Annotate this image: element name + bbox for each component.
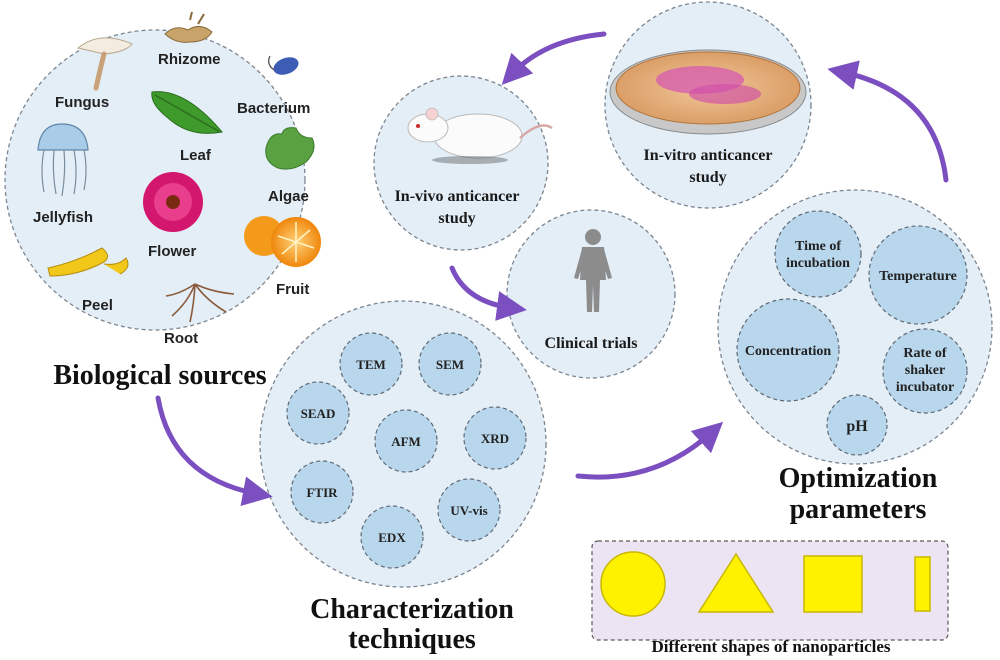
svg-text:Time of: Time of xyxy=(795,239,841,254)
arrow-characterization-to-optimization xyxy=(575,421,724,480)
invivo-label-line1: In-vivo anticancer xyxy=(395,188,520,205)
svg-text:pH: pH xyxy=(846,418,868,435)
flower-icon xyxy=(143,172,203,232)
biological-sources-heading: Biological sources xyxy=(53,360,266,391)
svg-text:Rate of: Rate of xyxy=(903,346,946,361)
invitro-label-line2: study xyxy=(689,169,726,186)
nanoparticle-circle-icon xyxy=(600,551,666,617)
optimization-section: Time of incubation Temperature Concentra… xyxy=(717,189,993,465)
nanoparticle-square-icon xyxy=(803,555,863,613)
arrow-optimization-to-invitro xyxy=(827,60,949,183)
svg-text:Concentration: Concentration xyxy=(745,344,832,359)
nanoparticle-shapes-label: Different shapes of nanoparticles xyxy=(651,637,890,656)
source-label-algae: Algae xyxy=(268,188,309,205)
invitro-section: In-vitro anticancer study xyxy=(604,1,812,209)
source-label-leaf: Leaf xyxy=(180,147,212,164)
invivo-label-line2: study xyxy=(438,210,475,227)
param-ph: pH xyxy=(826,394,888,456)
characterization-heading-line2: techniques xyxy=(348,624,476,655)
petri-dish-icon xyxy=(609,49,807,135)
nanoparticle-shapes-panel xyxy=(591,540,949,641)
bacterium-icon xyxy=(268,55,299,75)
root-icon xyxy=(165,283,235,323)
param-temperature: Temperature xyxy=(868,225,968,325)
characterization-section: TEM SEM SEAD AFM XRD FTIR UV-vis EDX xyxy=(259,300,547,588)
clinical-trials-label: Clinical trials xyxy=(545,335,638,352)
human-figure-icon xyxy=(574,229,612,312)
source-label-fungus: Fungus xyxy=(55,94,109,111)
technique-uv-vis: UV-vis xyxy=(437,478,501,542)
param-shaker-rate: Rate of shaker incubator xyxy=(882,328,968,414)
param-concentration: Concentration xyxy=(736,298,840,402)
svg-text:UV-vis: UV-vis xyxy=(450,503,487,518)
source-label-rhizome: Rhizome xyxy=(158,51,221,68)
source-label-jellyfish: Jellyfish xyxy=(33,209,93,226)
clinical-trials-section: Clinical trials xyxy=(506,209,676,379)
algae-icon xyxy=(265,127,315,170)
jellyfish-icon xyxy=(37,123,89,197)
characterization-heading-line1: Characterization xyxy=(310,594,514,625)
rhizome-icon xyxy=(164,11,213,43)
svg-text:incubator: incubator xyxy=(896,380,954,395)
svg-text:shaker: shaker xyxy=(905,363,945,378)
leaf-icon xyxy=(151,91,223,134)
nanoparticle-rod-icon xyxy=(914,556,931,612)
svg-text:TEM: TEM xyxy=(356,357,386,372)
optimization-heading-line1: Optimization xyxy=(779,463,938,494)
technique-ftir: FTIR xyxy=(290,460,354,524)
svg-text:incubation: incubation xyxy=(786,256,850,271)
nanoparticle-triangle-icon xyxy=(697,552,775,613)
technique-sead: SEAD xyxy=(286,381,350,445)
biological-sources-section: Fungus Rhizome Bacterium Leaf Algae J xyxy=(4,11,321,347)
svg-text:EDX: EDX xyxy=(378,530,406,545)
peel-icon xyxy=(47,247,129,277)
svg-text:SEAD: SEAD xyxy=(301,406,336,421)
invitro-label-line1: In-vitro anticancer xyxy=(643,147,772,164)
technique-tem: TEM xyxy=(339,332,403,396)
svg-text:Temperature: Temperature xyxy=(879,269,957,284)
technique-sem: SEM xyxy=(418,332,482,396)
source-label-flower: Flower xyxy=(148,243,197,260)
invivo-section: In-vivo anticancer study xyxy=(373,75,553,251)
fruit-icon xyxy=(244,216,321,267)
svg-text:FTIR: FTIR xyxy=(306,485,338,500)
technique-edx: EDX xyxy=(360,505,424,569)
technique-xrd: XRD xyxy=(463,406,527,470)
svg-text:SEM: SEM xyxy=(436,357,464,372)
source-label-root: Root xyxy=(164,330,198,347)
svg-text:AFM: AFM xyxy=(391,434,421,449)
mouse-icon xyxy=(407,107,553,164)
source-label-bacterium: Bacterium xyxy=(237,100,310,117)
fungus-icon xyxy=(76,37,133,91)
arrow-sources-to-characterization xyxy=(155,395,273,506)
optimization-heading-line2: parameters xyxy=(790,494,927,525)
source-label-peel: Peel xyxy=(82,297,113,314)
technique-afm: AFM xyxy=(374,409,438,473)
svg-text:XRD: XRD xyxy=(481,431,509,446)
param-time-of-incubation: Time of incubation xyxy=(774,210,862,298)
arrow-invivo-to-clinical xyxy=(449,265,527,321)
source-label-fruit: Fruit xyxy=(276,281,309,298)
arrow-invitro-to-invivo xyxy=(501,31,607,85)
